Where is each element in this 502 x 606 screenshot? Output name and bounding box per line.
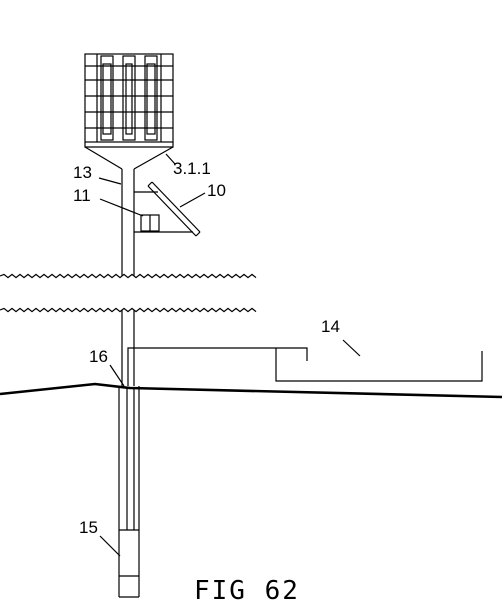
figure-caption: FIG 62 bbox=[194, 576, 300, 606]
funnel-right bbox=[133, 146, 174, 170]
leader-15 bbox=[99, 535, 121, 557]
mast-tube bbox=[121, 169, 135, 276]
label-13: 13 bbox=[73, 163, 92, 182]
water-surface-lines bbox=[0, 273, 257, 313]
module-inner-columns bbox=[100, 55, 158, 141]
funnel-left bbox=[84, 146, 123, 170]
reference-labels: 3.1.1 13 10 11 14 16 15 bbox=[73, 159, 340, 537]
leader-lines bbox=[98, 153, 361, 557]
wave-line-upper bbox=[0, 273, 257, 279]
leader-10 bbox=[179, 192, 206, 208]
module-base bbox=[84, 142, 174, 148]
pipe-outlet bbox=[127, 347, 308, 386]
leader-11 bbox=[99, 198, 144, 217]
inclined-panel bbox=[134, 181, 201, 237]
label-10: 10 bbox=[207, 181, 226, 200]
wave-line-lower bbox=[0, 307, 257, 313]
top-module bbox=[84, 53, 174, 170]
borehole-casing bbox=[118, 386, 140, 598]
leader-3-1-1 bbox=[165, 153, 176, 165]
small-box bbox=[140, 214, 160, 232]
module-grid bbox=[85, 54, 173, 142]
leader-14 bbox=[342, 339, 361, 357]
leader-16 bbox=[109, 364, 125, 387]
leader-13 bbox=[98, 177, 122, 185]
pipe-assembly bbox=[127, 347, 483, 386]
label-16: 16 bbox=[89, 347, 108, 366]
label-15: 15 bbox=[79, 518, 98, 537]
collection-trough bbox=[275, 348, 483, 382]
label-11: 11 bbox=[73, 186, 91, 205]
label-3-1-1: 3.1.1 bbox=[173, 159, 211, 178]
module-outer-frame bbox=[84, 53, 174, 143]
ground-line bbox=[0, 382, 502, 399]
label-14: 14 bbox=[321, 317, 340, 336]
